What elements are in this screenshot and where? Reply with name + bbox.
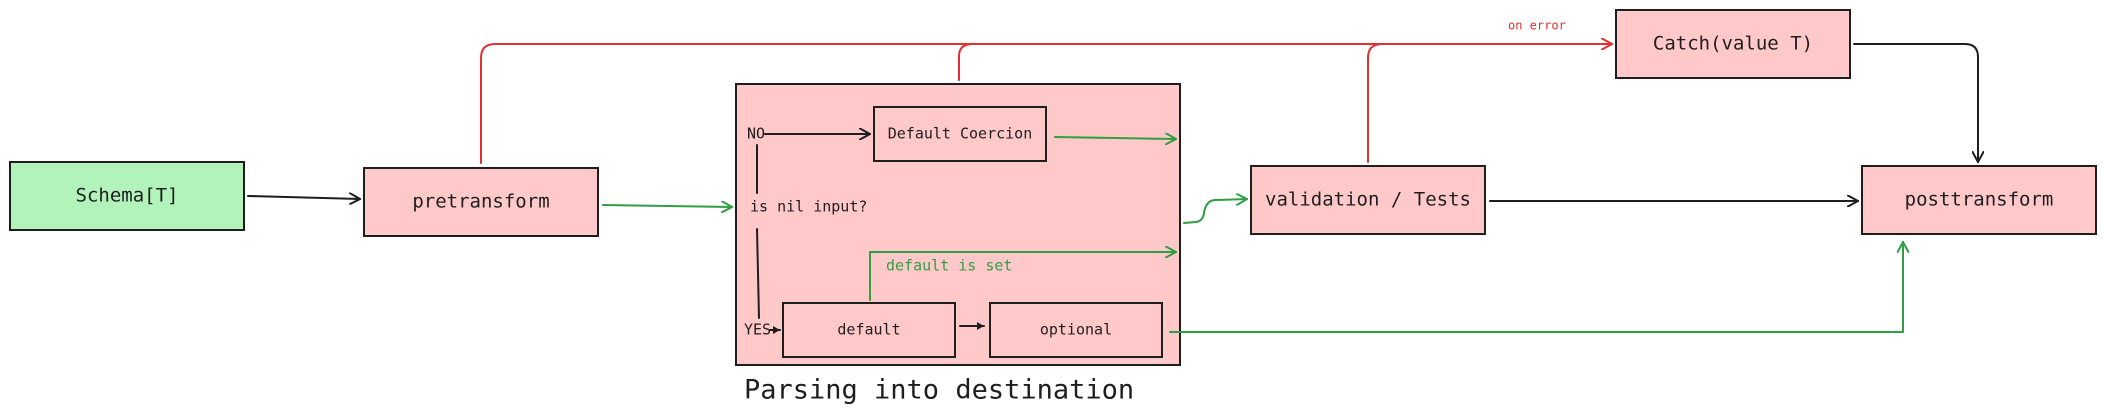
pretransform-node-label: pretransform [412,191,549,213]
error-line-pretransform [480,43,1101,164]
on-error-label: on error [1508,19,1566,33]
default-node-label: default [837,321,900,339]
pretransform-node-box[interactable] [363,167,599,237]
group-caption: Parsing into destination [744,375,1134,406]
arrow-schema-to-pretransform [247,196,360,199]
schema-node-box[interactable] [9,161,245,231]
arrow-group-to-validation [1183,199,1247,224]
line-decision-to-yes [756,228,760,319]
default-is-set-label: default is set [886,257,1012,275]
arrow-default-coercion-out [1054,137,1176,139]
arrow-default-is-set [869,252,1177,301]
catch-node-label: Catch(value T) [1653,33,1813,55]
is-nil-input-label: is nil input? [750,198,867,216]
arrow-optional-to-posttransform [1169,241,1903,333]
no-branch-label: NO [747,125,765,143]
default-coercion-node-label: Default Coercion [888,125,1033,143]
optional-node-label: optional [1040,321,1112,339]
schema-node-label: Schema[T] [76,185,179,207]
catch-node-box[interactable] [1615,9,1851,79]
posttransform-node-label: posttransform [1905,189,2054,211]
validation-node-label: validation / Tests [1265,189,1471,211]
posttransform-node-box[interactable] [1861,165,2097,235]
yes-branch-label: YES [744,321,771,339]
arrow-pretransform-to-group [602,205,732,207]
default-coercion-node-box[interactable] [873,106,1047,162]
default-node-box[interactable] [782,302,956,358]
optional-node-box[interactable] [989,302,1163,358]
arrow-catch-to-posttransform [1853,43,1978,163]
validation-node-box[interactable] [1250,165,1486,235]
error-line-group [958,43,974,81]
error-line-validation [1367,43,1383,163]
